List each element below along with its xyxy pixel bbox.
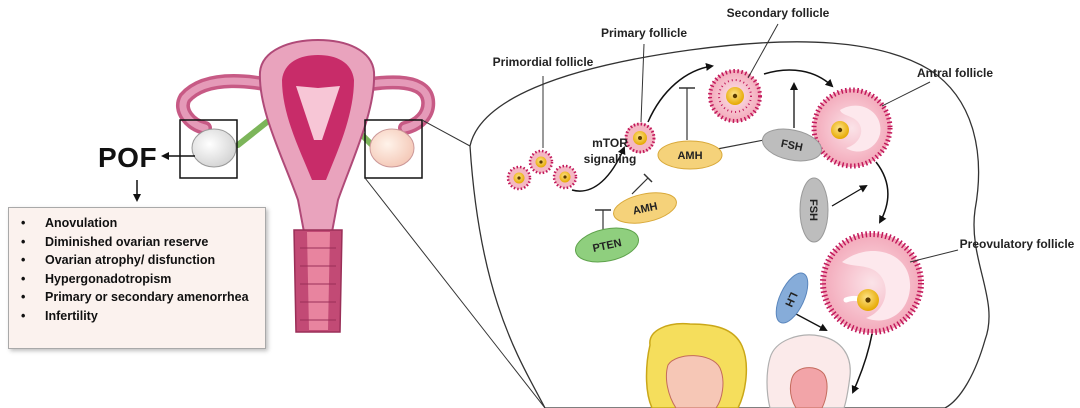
- symptom-text: Primary or secondary amenorrhea: [45, 290, 249, 304]
- preovulatory-follicle-label: Preovulatory follicle: [960, 237, 1075, 251]
- bullet-icon: •: [21, 216, 26, 230]
- zoom-line-top: [421, 119, 471, 147]
- bullet-icon: •: [21, 271, 26, 286]
- amh-upper-inhibition: [679, 87, 765, 151]
- lh-label: LH: [782, 290, 799, 308]
- signaling-label: signaling: [584, 152, 637, 166]
- right-ovary-highlight-box: [364, 119, 423, 179]
- fsh-lower-oval: FSH: [799, 177, 829, 243]
- bullet-icon: •: [21, 234, 26, 249]
- amh-lower-label: AMH: [632, 200, 659, 217]
- arrow-fsh-lower: [831, 184, 868, 207]
- leader-preovulatory: [909, 249, 959, 263]
- leader-secondary: [747, 23, 779, 79]
- left-ovary-atrophic: [191, 128, 237, 168]
- symptom-item: • Infertility: [9, 307, 265, 326]
- primary-follicle: [624, 122, 656, 154]
- ovary-zoom-outline: [469, 41, 990, 408]
- symptom-text: Infertility: [45, 308, 98, 323]
- fsh-lower-label: FSH: [807, 199, 819, 221]
- left-ovary-highlight-box: [179, 119, 238, 179]
- primary-follicle-label: Primary follicle: [601, 26, 687, 40]
- symptom-item: • Primary or secondary amenorrhea: [9, 288, 265, 307]
- pten-label: PTEN: [592, 237, 623, 255]
- arrow-lh: [795, 313, 828, 331]
- symptom-text: Diminished ovarian reserve: [45, 234, 209, 249]
- symptom-text: Anovulation: [45, 216, 118, 230]
- pof-title: POF: [98, 142, 158, 173]
- fsh-upper-oval: FSH: [761, 128, 823, 162]
- symptom-text: Hypergonadotropism: [45, 271, 172, 286]
- secondary-follicle-label: Secondary follicle: [727, 6, 830, 20]
- preovulatory-follicle: [820, 231, 924, 335]
- arrow-secondary-to-antral: [763, 69, 834, 88]
- antral-follicle: [811, 87, 893, 169]
- pten-inhibition: [595, 209, 611, 230]
- zoom-line-bottom: [364, 177, 546, 408]
- arrow-antral-to-preovulatory: [875, 161, 889, 224]
- primordial-follicle-3: [552, 164, 578, 190]
- amh-lower-inhibition: [631, 173, 653, 195]
- ruptured-follicle: [766, 334, 851, 408]
- bullet-icon: •: [21, 308, 26, 323]
- symptom-item: • Anovulation: [9, 214, 265, 233]
- uterus-illustration: [176, 38, 436, 333]
- arrow-primary-to-secondary: [647, 62, 714, 123]
- amh-upper-label: AMH: [677, 150, 702, 162]
- arrow-preovulatory-to-rupture: [851, 333, 873, 394]
- symptom-item: • Diminished ovarian reserve: [9, 233, 265, 252]
- leader-primary: [640, 43, 645, 123]
- symptom-box: • Anovulation • Diminished ovarian reserve…: [8, 207, 266, 349]
- secondary-follicle: [708, 69, 762, 123]
- corpus-luteum: [645, 322, 748, 408]
- amh-lower-oval: AMH: [613, 192, 677, 224]
- pten-oval: PTEN: [575, 227, 639, 263]
- leader-antral: [881, 81, 931, 107]
- mtor-label: mTOR: [592, 136, 628, 150]
- bullet-icon: •: [21, 253, 26, 267]
- lh-oval: LH: [775, 272, 809, 324]
- right-ovary: [369, 128, 415, 168]
- symptom-item: • Hypergonadotropism: [9, 270, 265, 289]
- primordial-follicle-1: [506, 165, 532, 191]
- amh-upper-oval: AMH: [657, 140, 723, 170]
- primordial-follicle-label: Primordial follicle: [493, 55, 594, 69]
- primordial-follicle-2: [528, 149, 554, 175]
- symptom-item: • Ovarian atrophy/ disfunction: [9, 251, 265, 270]
- arrow-primordial-to-primary: [571, 146, 626, 192]
- bullet-icon: •: [21, 290, 26, 304]
- antral-follicle-label: Antral follicle: [917, 66, 993, 80]
- fsh-upper-label: FSH: [780, 138, 804, 154]
- symptom-list: • Anovulation • Diminished ovarian reserve…: [9, 208, 265, 325]
- symptom-text: Ovarian atrophy/ disfunction: [45, 253, 216, 267]
